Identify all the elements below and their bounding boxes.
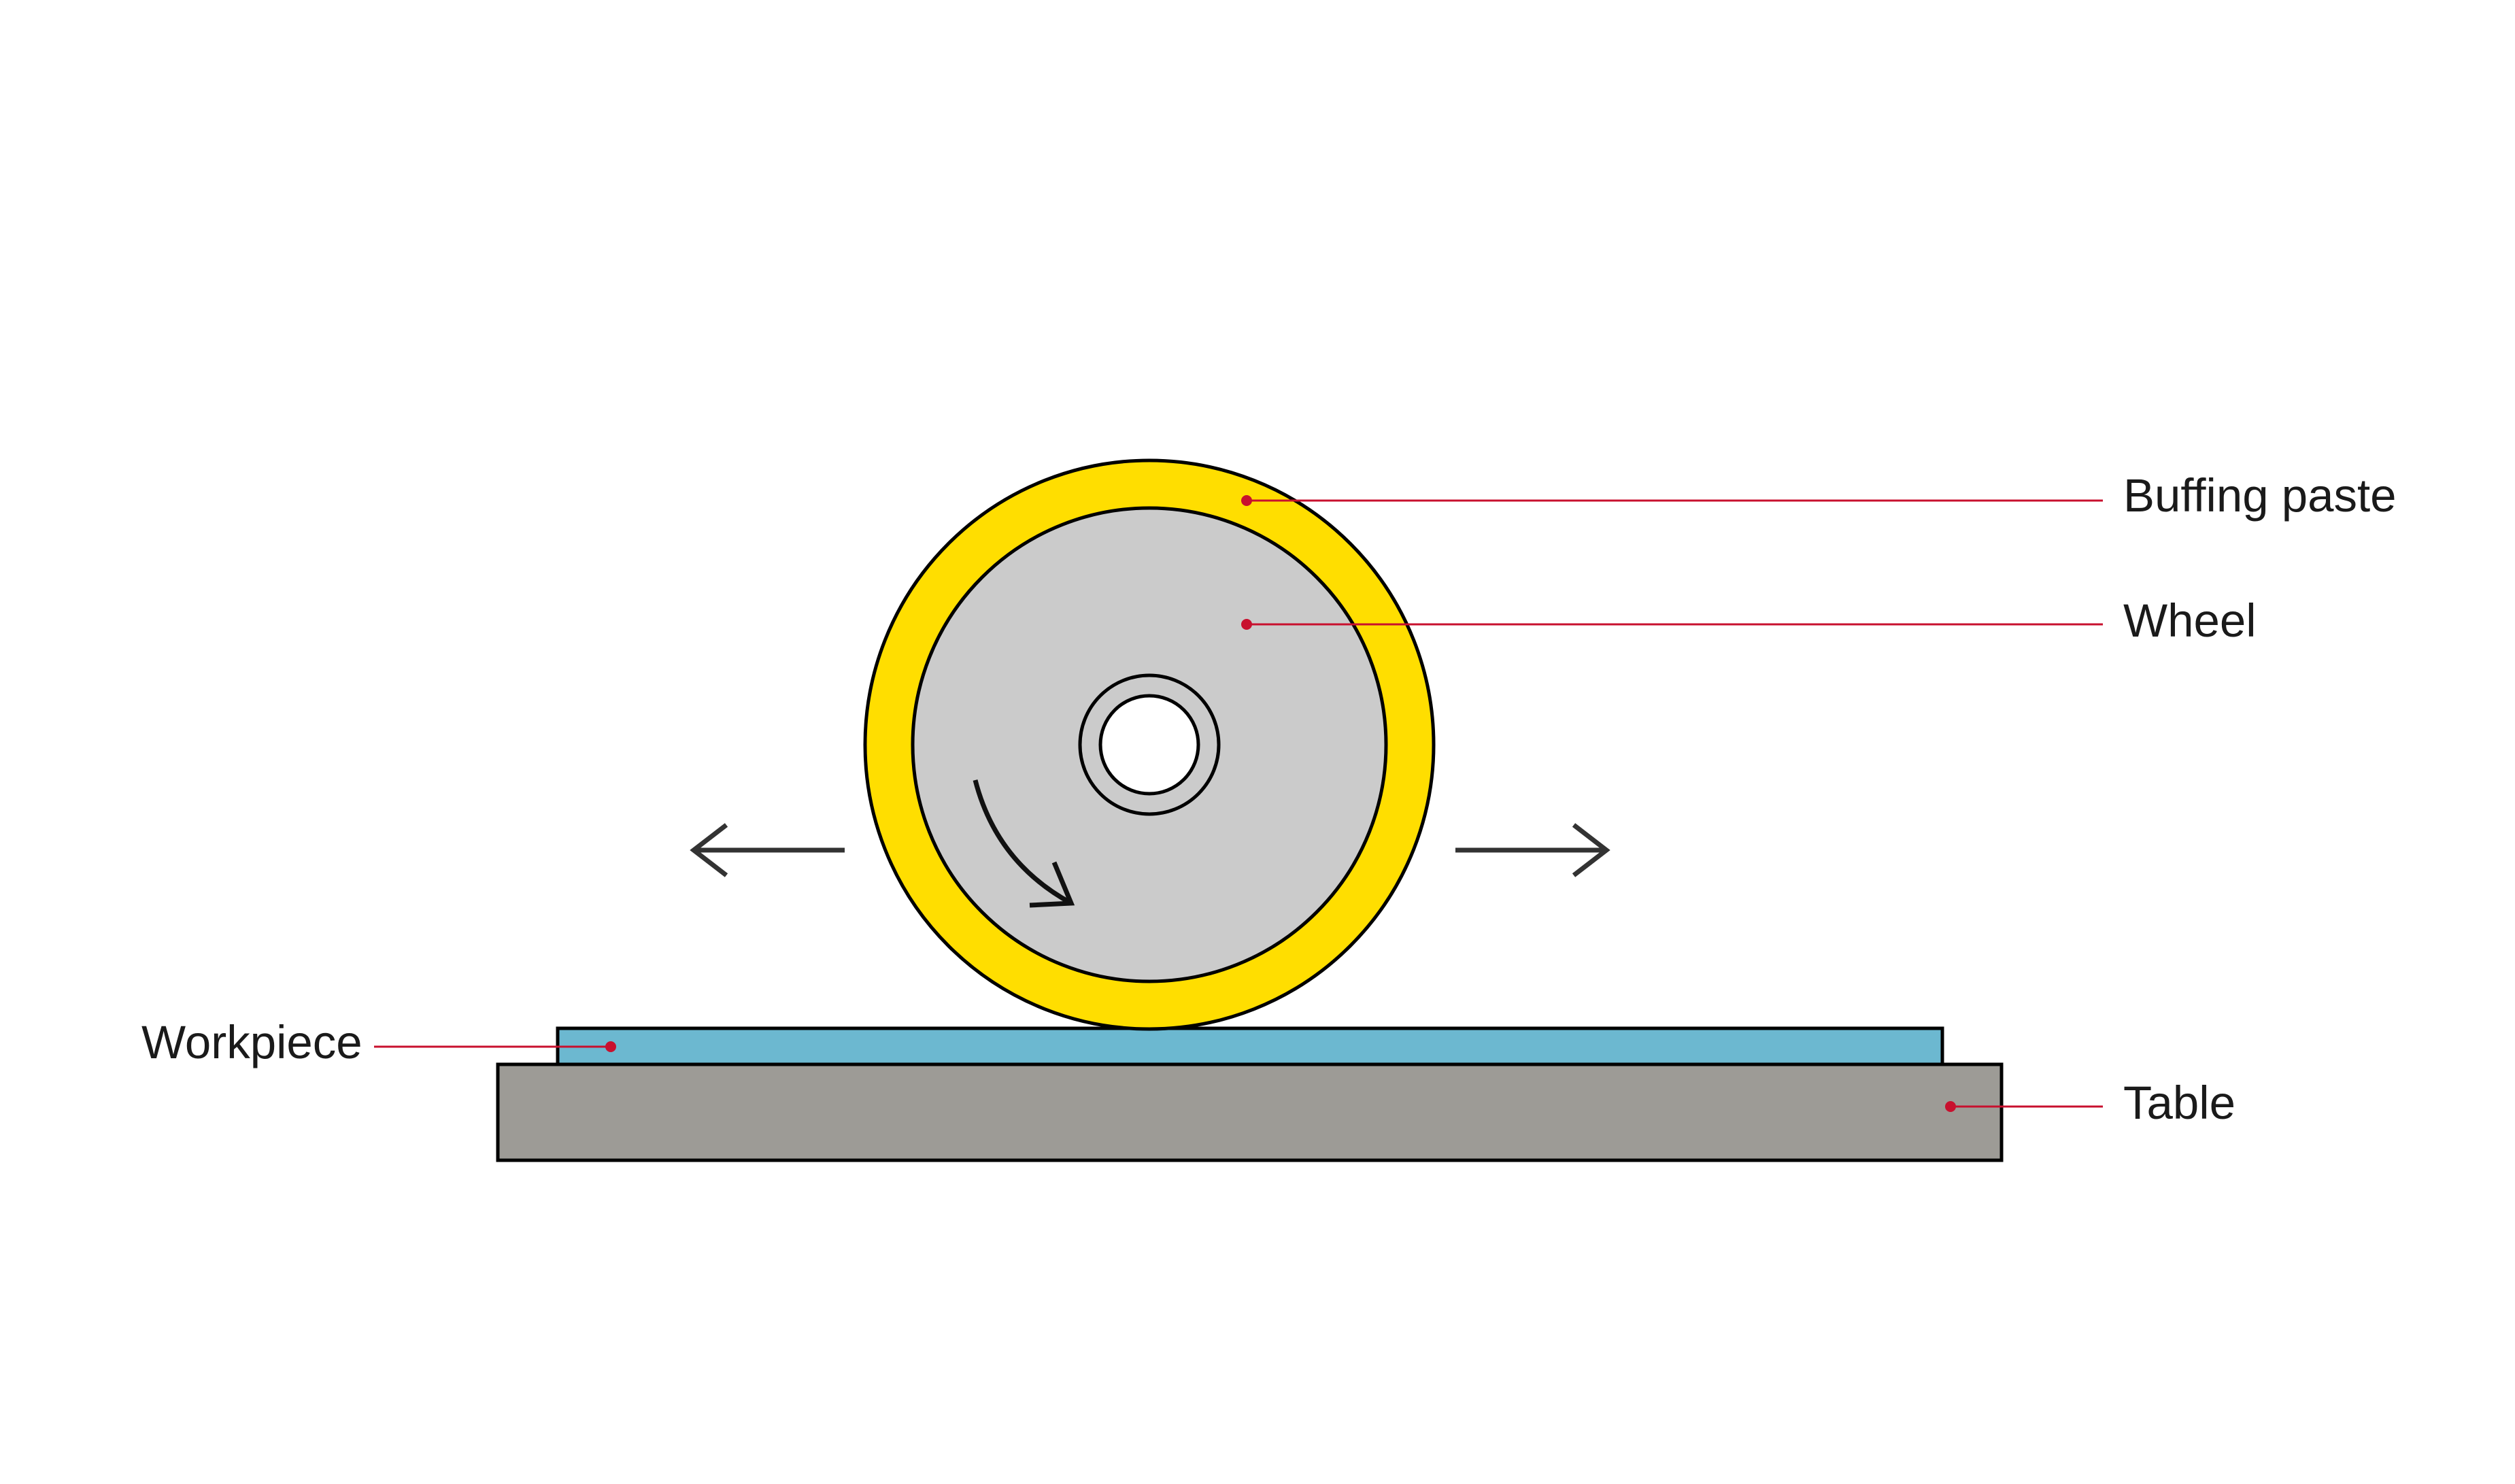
arrow-left-icon [690,823,845,877]
label-workpiece: Workpiece [141,1016,362,1068]
leader-wheel [1241,619,2103,630]
leader-workpiece [374,1041,616,1052]
workpiece-plate [556,1026,1944,1066]
label-wheel: Wheel [2123,594,2257,647]
wheel-hub-inner [1098,694,1200,796]
label-buffing-paste: Buffing paste [2123,469,2397,522]
leader-buffing-paste [1241,495,2103,506]
leader-table [1945,1101,2103,1112]
arrow-right-icon [1455,823,1610,877]
table-block [496,1062,2004,1162]
label-table: Table [2123,1077,2235,1129]
clockwise-rotation-arrow [973,779,1075,908]
